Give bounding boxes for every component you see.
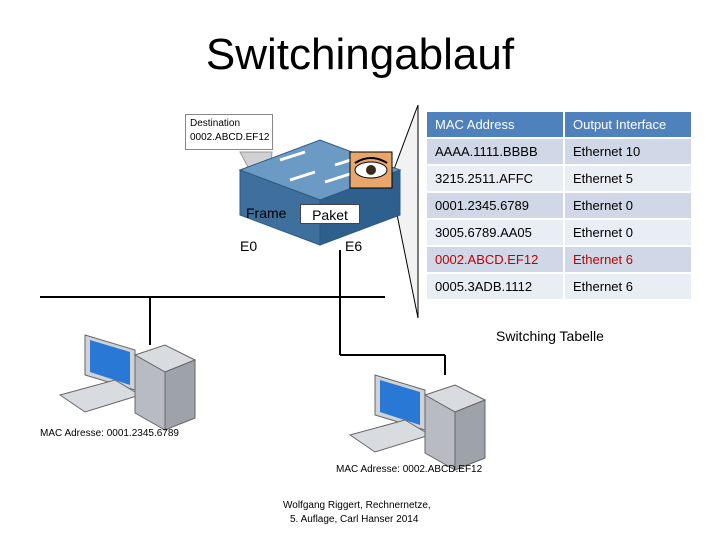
destination-title: Destination	[190, 118, 241, 129]
table-cell-interface: Ethernet 0	[565, 220, 691, 245]
frame-label: Frame	[246, 205, 287, 221]
left-computer-icon	[58, 334, 197, 431]
table-caption: Switching Tabelle	[496, 328, 604, 344]
header-mac-address: MAC Address	[427, 112, 563, 137]
destination-mac: 0002.ABCD.EF12	[190, 132, 270, 143]
table-cell-mac: 0001.2345.6789	[427, 193, 563, 218]
table-cell-mac: 0005.3ADB.1112	[427, 274, 563, 299]
right-host-mac: MAC Adresse: 0002.ABCD.EF12	[336, 464, 483, 475]
packet-label: Paket	[300, 204, 360, 224]
table-row: 3215.2511.AFFC Ethernet 5	[427, 166, 691, 191]
table-cell-mac: 3005.6789.AA05	[427, 220, 563, 245]
table-row: 0005.3ADB.1112 Ethernet 6	[427, 274, 691, 299]
port-label-e0: E0	[240, 238, 258, 254]
table-header-row: MAC Address Output Interface	[427, 112, 691, 137]
table-cell-mac: 0002.ABCD.EF12	[427, 247, 563, 272]
table-row: 0001.2345.6789 Ethernet 0	[427, 193, 691, 218]
destination-label: Destination 0002.ABCD.EF12	[185, 114, 273, 150]
table-cell-interface: Ethernet 6	[565, 247, 691, 272]
table-row: AAAA.1111.BBBB Ethernet 10	[427, 139, 691, 164]
table-cell-mac: 3215.2511.AFFC	[427, 166, 563, 191]
table-cell-interface: Ethernet 0	[565, 193, 691, 218]
header-output-interface: Output Interface	[565, 112, 691, 137]
right-computer-icon	[348, 374, 487, 471]
switching-table: MAC Address Output Interface AAAA.1111.B…	[425, 110, 693, 301]
port-label-e6: E6	[345, 238, 363, 254]
left-host-mac: MAC Adresse: 0001.2345.6789	[40, 428, 179, 439]
credit-line-1: Wolfgang Riggert, Rechnernetze,	[283, 500, 431, 511]
eye-icon	[349, 151, 393, 189]
table-cell-interface: Ethernet 10	[565, 139, 691, 164]
table-cell-mac: AAAA.1111.BBBB	[427, 139, 563, 164]
table-row-highlighted: 0002.ABCD.EF12 Ethernet 6	[427, 247, 691, 272]
credit-line-2: 5. Auflage, Carl Hanser 2014	[290, 514, 419, 525]
table-cell-interface: Ethernet 6	[565, 274, 691, 299]
table-callout-wedge	[389, 104, 419, 319]
table-row: 3005.6789.AA05 Ethernet 0	[427, 220, 691, 245]
slide-title: Switchingablauf	[205, 30, 515, 79]
table-cell-interface: Ethernet 5	[565, 166, 691, 191]
